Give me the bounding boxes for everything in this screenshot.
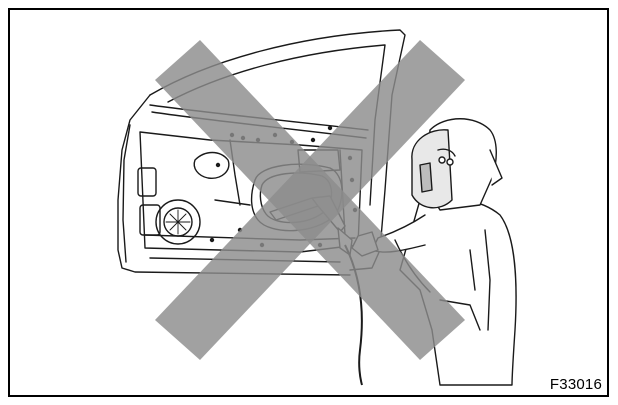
figure-code: F33016 [549,376,602,393]
prohibition-x-icon [155,40,465,360]
worker [351,118,517,386]
